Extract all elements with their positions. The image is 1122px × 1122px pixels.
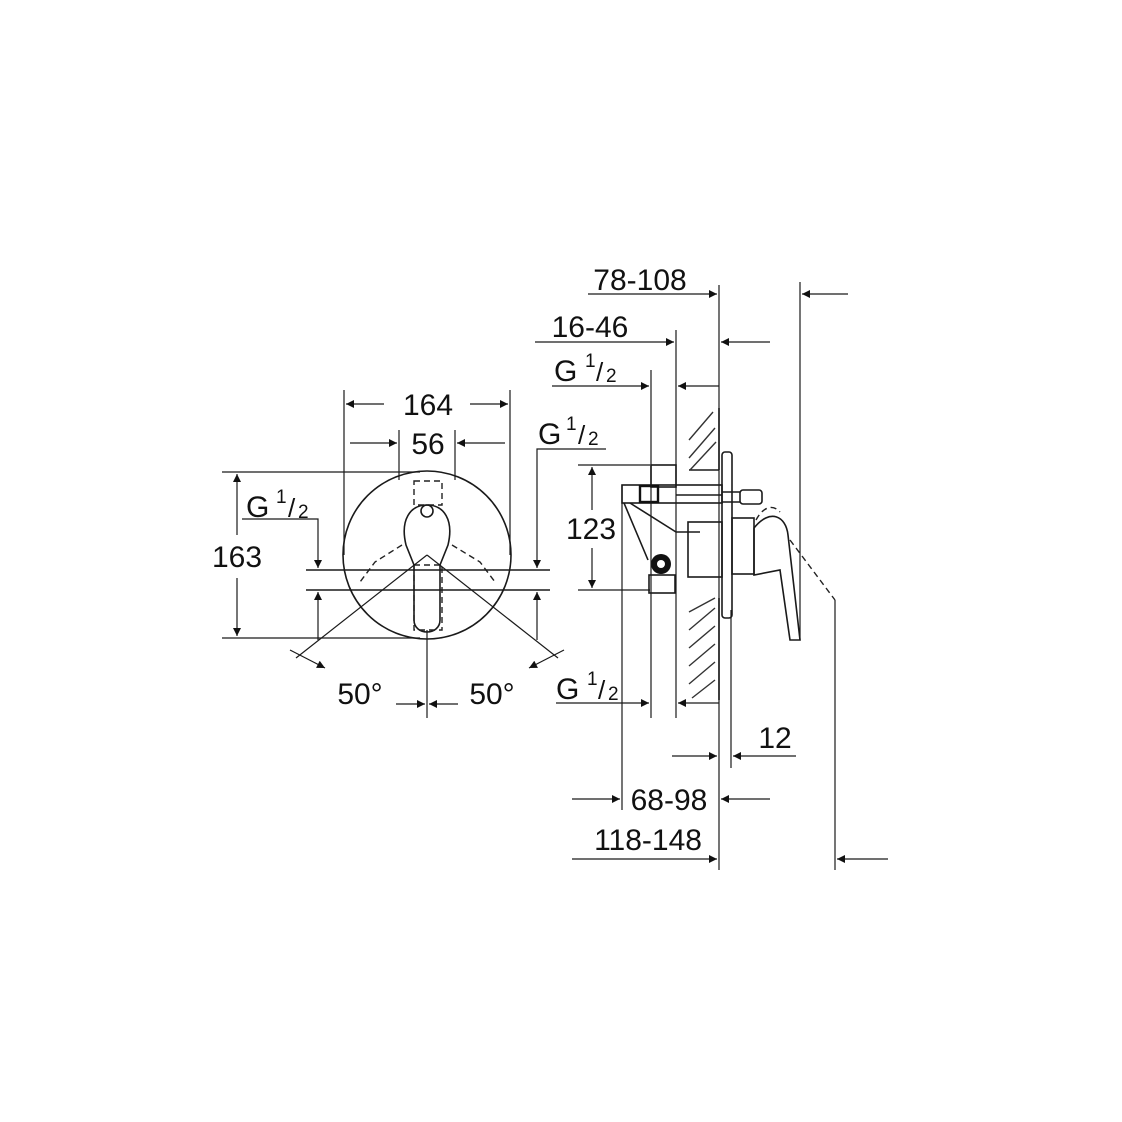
angle-right: 50° [469,678,514,711]
thread-top-G: G [554,355,577,388]
svg-text:1: 1 [585,351,596,372]
thread-left-G: G [246,491,269,524]
svg-text:1: 1 [276,487,287,508]
svg-text:/: / [288,493,296,523]
angle-line-right [426,554,559,659]
dim-16-46: 16-46 [552,311,629,344]
lever-side [753,515,801,641]
dim-12: 12 [758,722,791,755]
angle-left: 50° [337,678,382,711]
dim-78-108: 78-108 [593,264,686,297]
svg-text:2: 2 [588,429,599,450]
wall-hatch [688,408,720,700]
cartridge-hidden [413,480,443,506]
svg-text:/: / [596,357,604,387]
svg-text:1: 1 [566,414,577,435]
dim-56: 56 [411,428,444,461]
dim-118-148: 118-148 [594,824,702,857]
dim-164: 164 [403,389,453,422]
lever-handle [403,504,451,633]
angle-line-left [295,554,428,659]
svg-text:2: 2 [298,502,309,523]
svg-text:2: 2 [606,366,617,387]
svg-text:1: 1 [587,669,598,690]
svg-text:/: / [578,420,586,450]
thread-right-G: G [538,418,561,451]
dim-123: 123 [566,513,616,546]
svg-text:/: / [598,675,606,705]
svg-text:2: 2 [608,684,619,705]
side-view: 78-108 16-46 G 1 / 2 123 G 1 / 2 12 68-9… [535,264,888,870]
thread-bottom-G: G [556,673,579,706]
dim-163: 163 [212,541,262,574]
dim-68-98: 68-98 [631,784,708,817]
cover-plate-side [721,451,733,619]
front-view: 164 56 163 G 1 / 2 G 1 / 2 50° 50° [212,389,606,718]
